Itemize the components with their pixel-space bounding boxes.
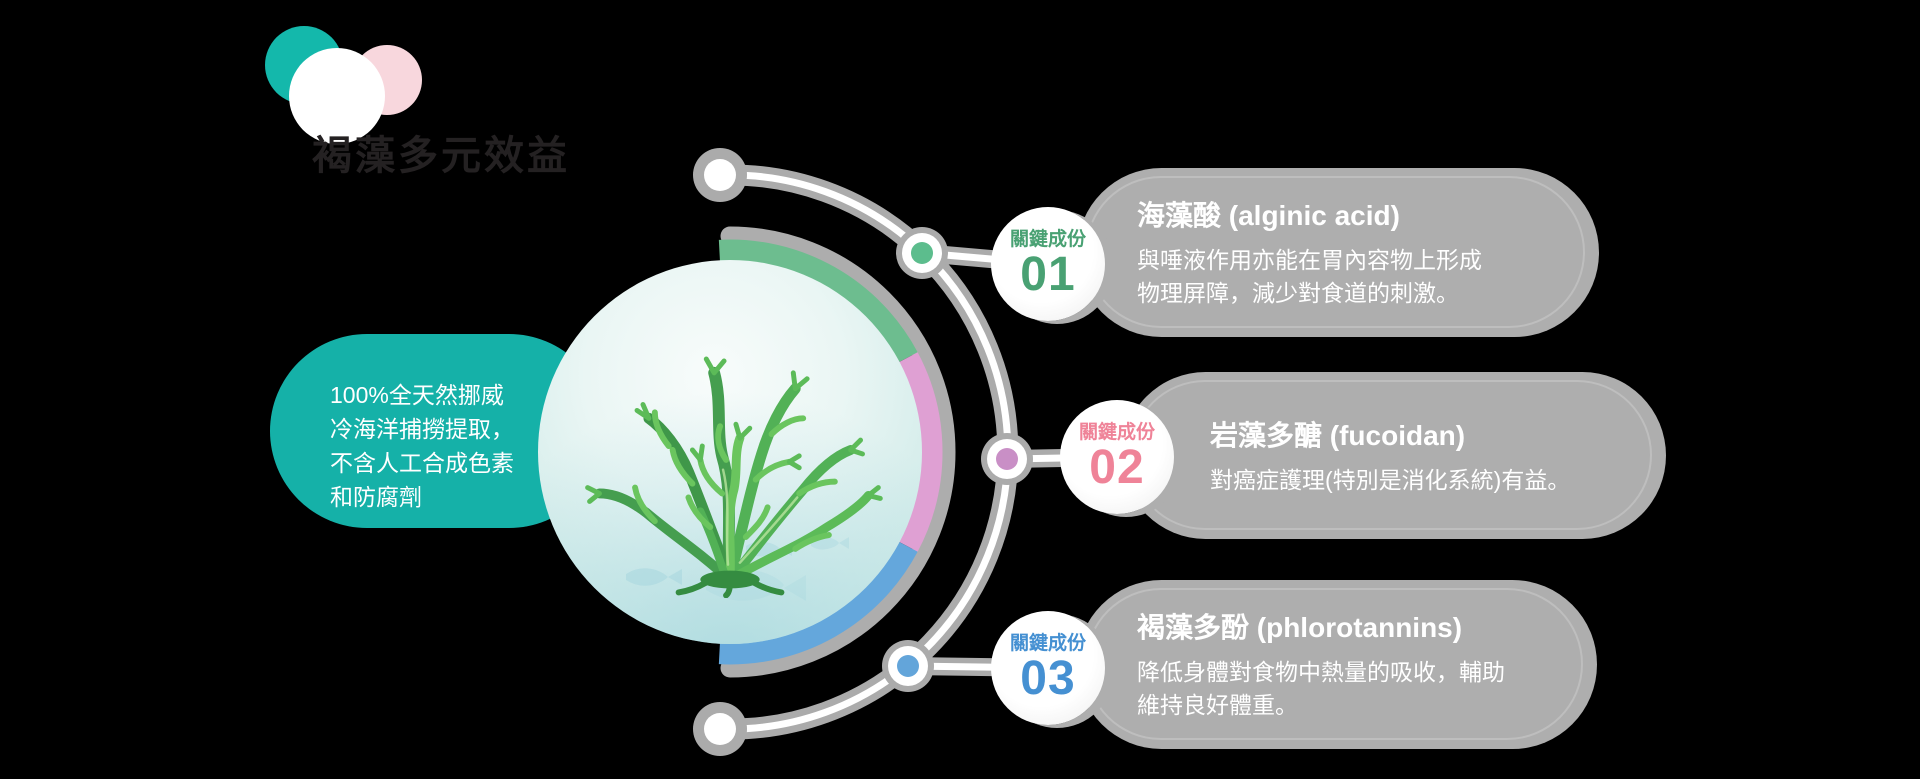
intro-line: 不含人工合成色素 bbox=[330, 450, 514, 476]
benefit-card-1: 海藻酸 (alginic acid) 與唾液作用亦能在胃內容物上形成 物理屏障，… bbox=[1077, 168, 1599, 337]
seaweed-illustration bbox=[585, 356, 883, 598]
junction-dot-1 bbox=[896, 227, 948, 279]
card-title: 岩藻多醣 (fucoidan) bbox=[1210, 419, 1466, 451]
page-title: 褐藻多元效益 bbox=[312, 133, 570, 178]
badge-number: 01 bbox=[1020, 248, 1076, 301]
intro-line: 冷海洋捕撈提取， bbox=[330, 416, 514, 442]
benefit-card-2: 岩藻多醣 (fucoidan) 對癌症護理(特別是消化系統)有益。 bbox=[1122, 372, 1666, 539]
card-title: 褐藻多酚 (phlorotannins) bbox=[1137, 612, 1463, 643]
ring-casing bbox=[720, 226, 956, 678]
arc-endpoint-bottom-dot bbox=[704, 713, 736, 745]
arc-endpoint-top-dot bbox=[704, 159, 736, 191]
ring-segment-green bbox=[718, 239, 918, 365]
junction-dot-2 bbox=[981, 433, 1033, 485]
badge-number: 03 bbox=[1020, 652, 1076, 705]
intro-line: 和防腐劑 bbox=[330, 484, 422, 510]
card-title: 海藻酸 (alginic acid) bbox=[1137, 200, 1400, 231]
card-body-line: 維持良好體重。 bbox=[1137, 692, 1298, 718]
card-body-line: 與唾液作用亦能在胃內容物上形成 bbox=[1137, 247, 1482, 273]
key-ingredient-badge-2: 關鍵成份 02 bbox=[1060, 400, 1174, 514]
ring-segment-pink bbox=[895, 352, 943, 552]
intro-line: 100%全天然挪威 bbox=[330, 382, 504, 408]
card-body-line: 物理屏障，減少對食道的刺激。 bbox=[1137, 280, 1459, 306]
badge-label: 關鍵成份 bbox=[1078, 422, 1155, 443]
ring-segment-blue bbox=[718, 539, 918, 665]
card-body-line: 降低身體對食物中熱量的吸收，輔助 bbox=[1137, 659, 1505, 685]
card-body-line: 對癌症護理(特別是消化系統)有益。 bbox=[1210, 466, 1571, 493]
card-body: 降低身體對食物中熱量的吸收，輔助 維持良好體重。 bbox=[1137, 656, 1583, 722]
card-body: 對癌症護理(特別是消化系統)有益。 bbox=[1210, 464, 1652, 497]
key-ingredient-badge-3: 關鍵成份 03 bbox=[991, 611, 1105, 725]
badge-label: 關鍵成份 bbox=[1009, 229, 1086, 250]
card-body: 與唾液作用亦能在胃內容物上形成 物理屏障，減少對食道的刺激。 bbox=[1137, 244, 1585, 310]
key-ingredient-badge-1: 關鍵成份 01 bbox=[991, 207, 1105, 321]
seaweed-circle bbox=[538, 260, 922, 644]
badge-number: 02 bbox=[1089, 441, 1145, 494]
intro-bubble-text: 100%全天然挪威 冷海洋捕撈提取， 不含人工合成色素 和防腐劑 bbox=[330, 378, 514, 514]
decor-white-circle bbox=[289, 48, 385, 144]
junction-dot-3 bbox=[882, 640, 934, 692]
benefit-card-3: 褐藻多酚 (phlorotannins) 降低身體對食物中熱量的吸收，輔助 維持… bbox=[1077, 580, 1597, 749]
badge-label: 關鍵成份 bbox=[1009, 633, 1086, 654]
